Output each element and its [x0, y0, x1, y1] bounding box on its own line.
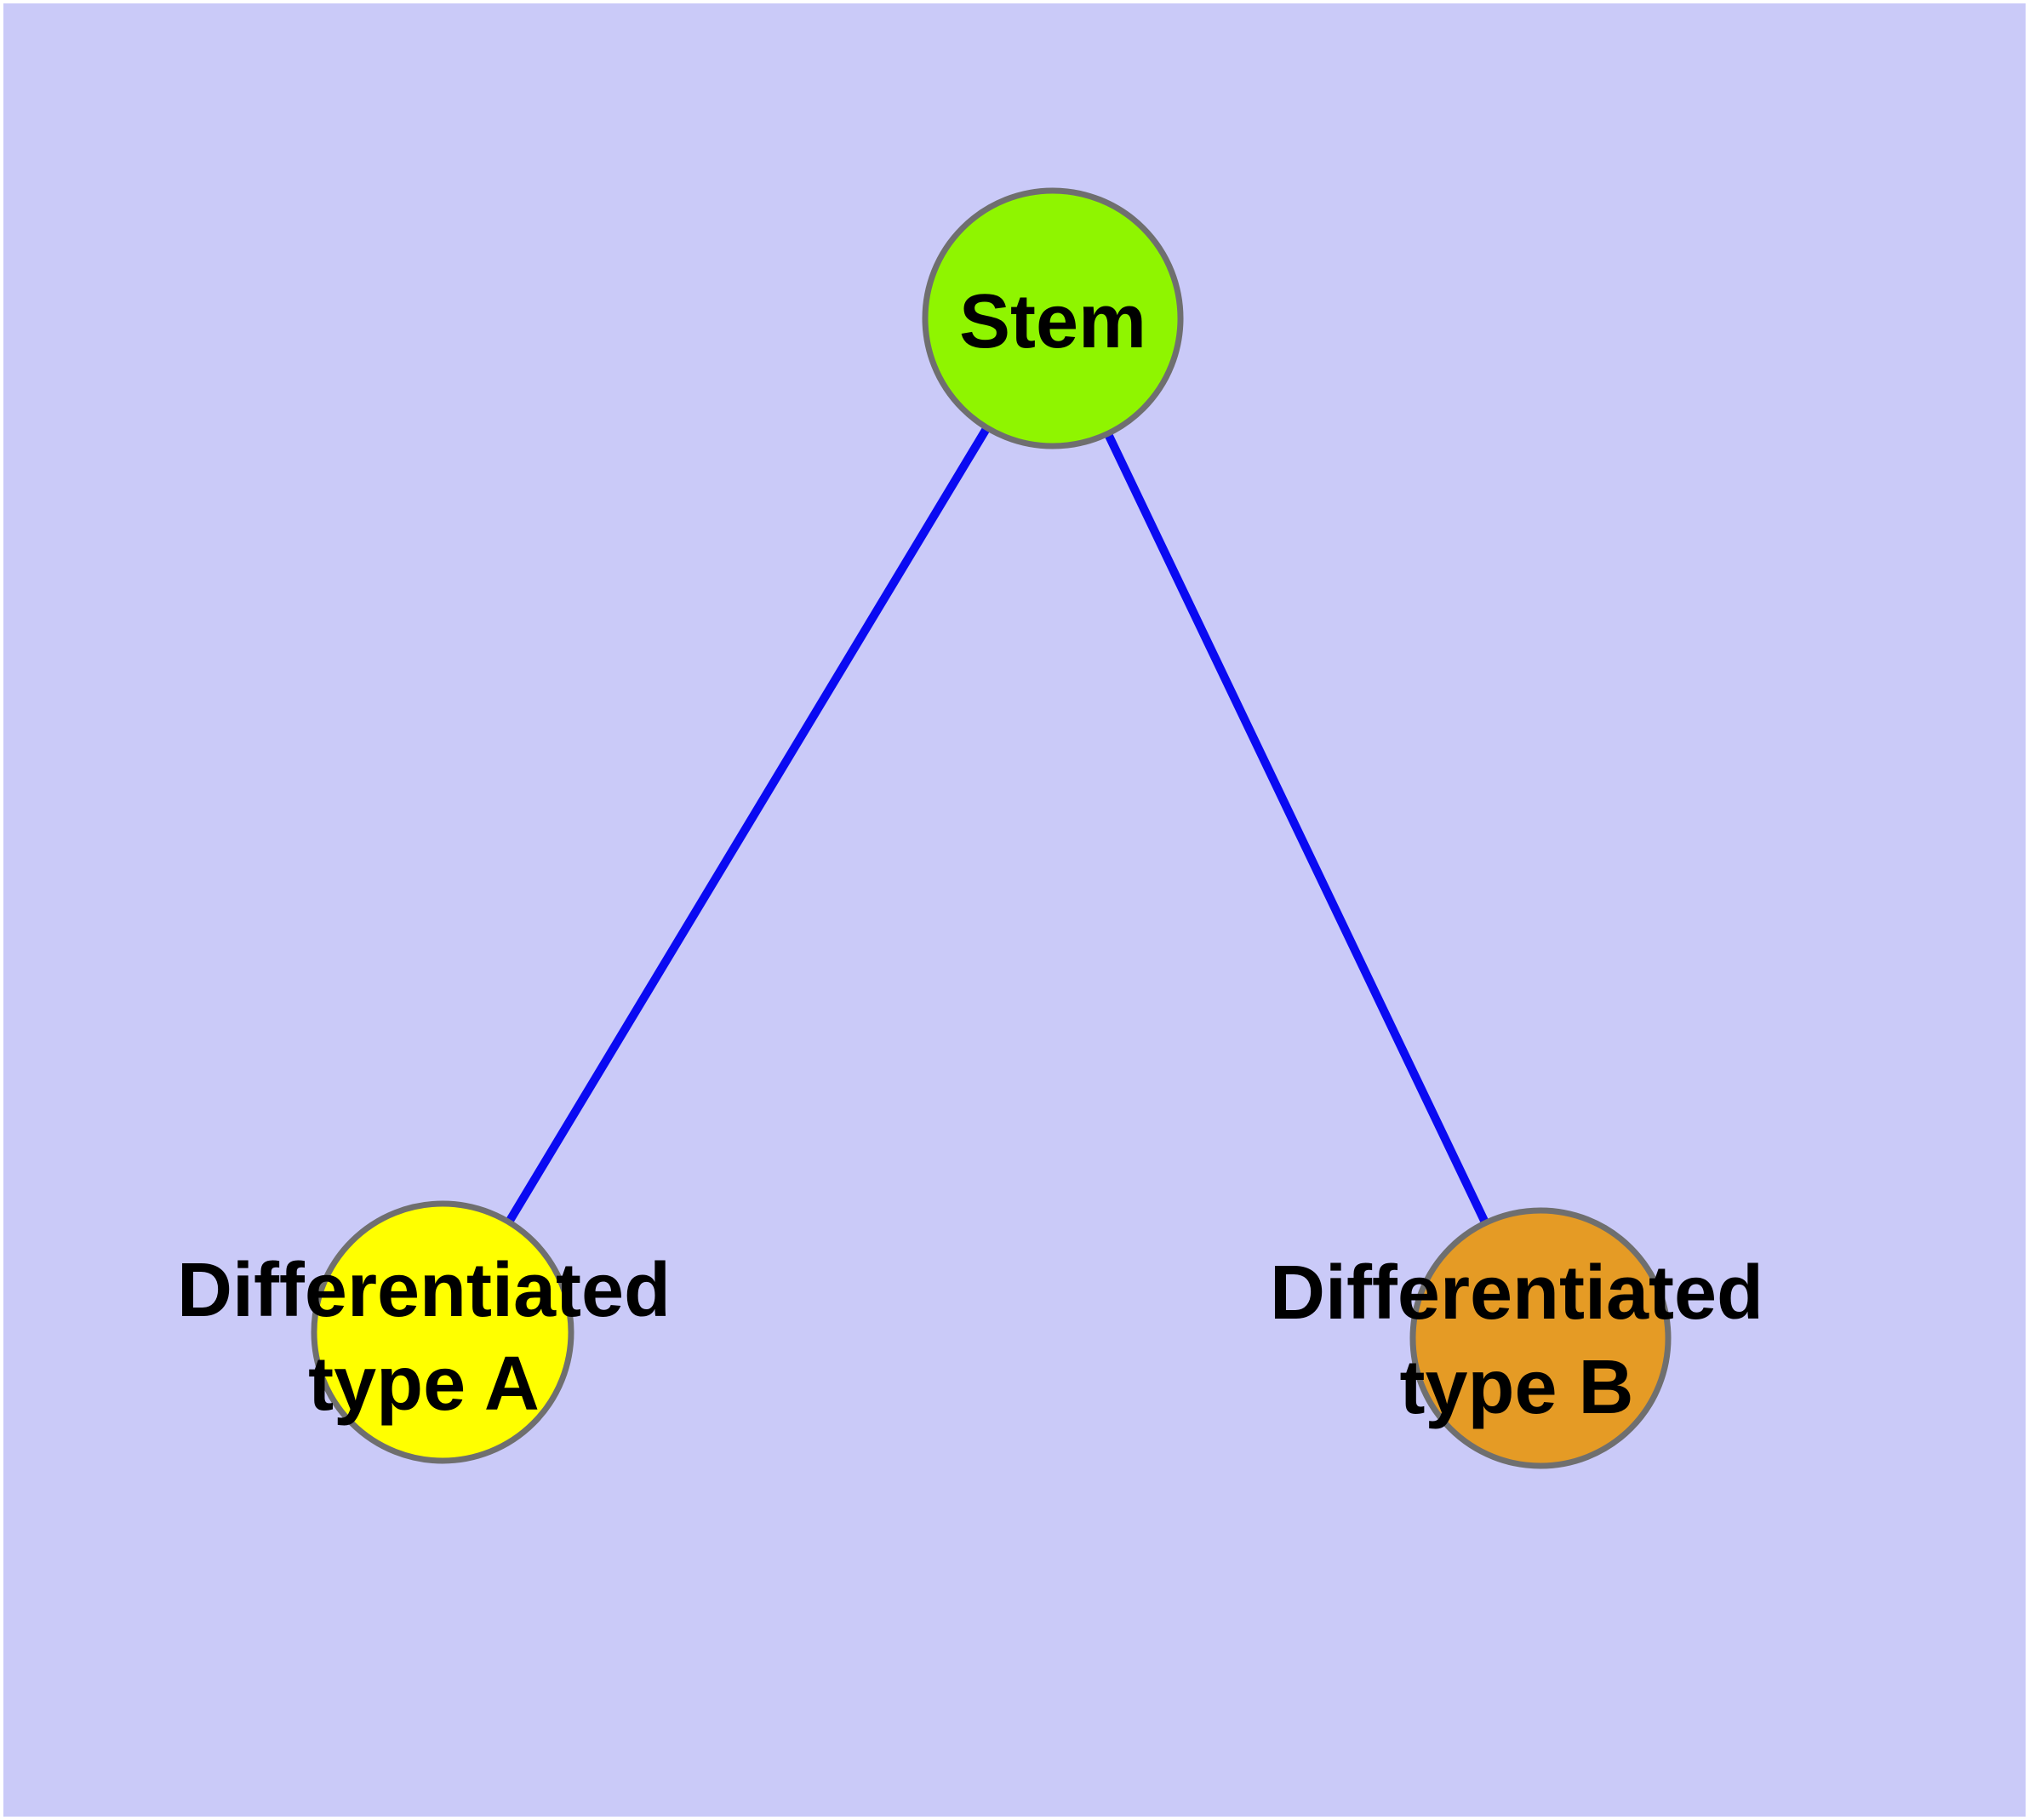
node-differentiated-type-b [1409, 1207, 1672, 1469]
node-type-b-label-line1: Differentiated [1270, 1251, 1763, 1336]
node-stem [922, 187, 1184, 449]
edge-stem-to-type-b [1049, 316, 1545, 1341]
node-differentiated-type-a [311, 1200, 574, 1464]
node-type-a-label-line2: type A [308, 1342, 540, 1427]
node-type-a-label-line1: Differentiated [177, 1248, 671, 1333]
node-stem-label: Stem [959, 279, 1146, 364]
edge-stem-to-type-a [438, 316, 1057, 1335]
node-type-b-label-line2: type B [1399, 1345, 1633, 1430]
